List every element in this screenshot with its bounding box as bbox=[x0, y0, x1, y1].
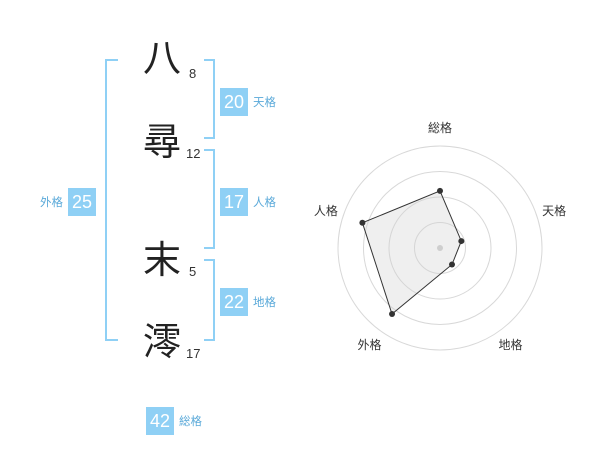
chikaku-badge: 22 地格 bbox=[220, 288, 276, 316]
tenkaku-badge: 20 天格 bbox=[220, 88, 276, 116]
tenkaku-label: 天格 bbox=[253, 95, 276, 109]
stroke-count-1: 8 bbox=[189, 66, 197, 81]
radar-axis-label-5: 人格 bbox=[314, 203, 338, 218]
soukaku-value: 42 bbox=[146, 407, 174, 435]
stroke-count-3: 5 bbox=[189, 264, 197, 279]
name-char-3: 末 bbox=[142, 238, 181, 282]
radar-point-2 bbox=[458, 238, 465, 245]
gaikaku-value: 25 bbox=[68, 188, 96, 216]
radar-axis-label-2: 天格 bbox=[542, 203, 566, 218]
radar-axis-label-1: 総格 bbox=[428, 120, 452, 135]
radar-center bbox=[437, 245, 443, 251]
radar-point-3 bbox=[448, 261, 455, 268]
jinkaku-badge: 17 人格 bbox=[220, 188, 276, 216]
soukaku-badge: 42 総格 bbox=[146, 407, 202, 435]
radar-ring bbox=[363, 171, 517, 325]
radar-point-4 bbox=[389, 311, 396, 318]
radar-ring bbox=[414, 222, 466, 274]
jinkaku-value: 17 bbox=[220, 188, 248, 216]
gaikaku-badge: 外格 25 bbox=[40, 188, 96, 216]
jinkaku-label: 人格 bbox=[253, 195, 276, 209]
radar-point-1 bbox=[437, 187, 443, 194]
gaikaku-label: 外格 bbox=[40, 195, 63, 209]
name-char-4: 澪 bbox=[142, 320, 181, 364]
radar-ring bbox=[337, 145, 543, 351]
radar-ring bbox=[388, 196, 492, 300]
radar-axis-label-4: 外格 bbox=[357, 337, 381, 352]
tenkaku-value: 20 bbox=[220, 88, 248, 116]
radar-axis-label-3: 地格 bbox=[498, 337, 522, 352]
name-char-2: 尋 bbox=[142, 120, 181, 164]
stroke-count-2: 12 bbox=[186, 146, 201, 161]
soukaku-label: 総格 bbox=[179, 414, 202, 428]
name-char-1: 八 bbox=[142, 36, 181, 80]
radar-point-5 bbox=[359, 219, 366, 226]
radar-series-polygon bbox=[361, 190, 462, 315]
chikaku-value: 22 bbox=[220, 288, 248, 316]
chikaku-label: 地格 bbox=[253, 295, 276, 309]
stroke-count-4: 17 bbox=[186, 346, 201, 361]
